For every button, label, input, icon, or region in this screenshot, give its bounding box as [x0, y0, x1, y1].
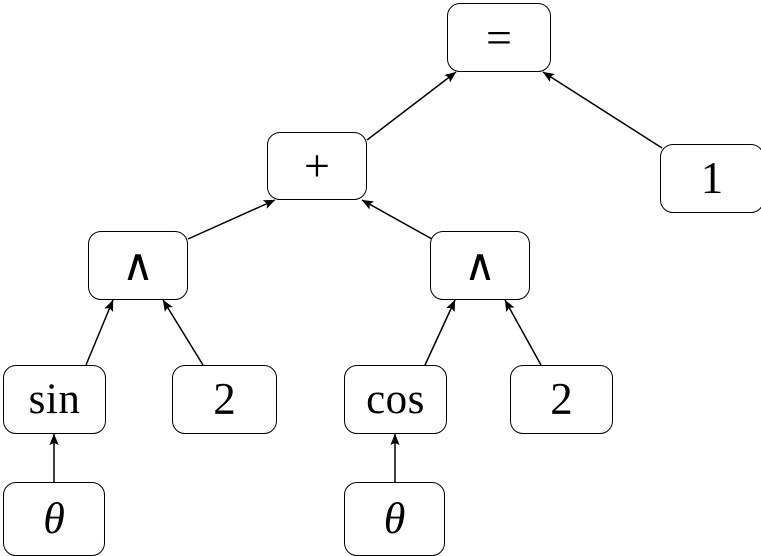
node-label-theta_l: θ [43, 494, 65, 543]
edge-powr-to-plus [361, 199, 433, 240]
node-pow_r[interactable]: ∧ [430, 231, 530, 300]
node-label-pow_l: ∧ [121, 240, 155, 290]
node-cos[interactable]: cos [344, 365, 447, 434]
node-plus[interactable]: + [267, 132, 367, 200]
edge-cos-to-powr [424, 299, 456, 366]
edge-one-to-eq [542, 71, 663, 149]
node-label-theta_r: θ [383, 494, 406, 543]
node-theta_r[interactable]: θ [344, 482, 445, 556]
edge-sin-to-powl [85, 299, 114, 366]
node-two_l[interactable]: 2 [172, 365, 277, 434]
edges-group [49, 71, 663, 482]
node-label-cos: cos [366, 376, 425, 423]
node-pow_l[interactable]: ∧ [88, 231, 188, 300]
node-label-two_r: 2 [550, 374, 573, 424]
node-eq[interactable]: = [447, 3, 551, 72]
edge-twor-to-powr [504, 299, 542, 366]
edge-powl-to-plus [187, 199, 276, 240]
node-two_r[interactable]: 2 [510, 365, 613, 434]
node-label-pow_r: ∧ [463, 240, 497, 290]
node-sin[interactable]: sin [3, 365, 106, 434]
node-label-eq: = [486, 11, 512, 63]
node-label-two_l: 2 [213, 374, 236, 424]
node-theta_l[interactable]: θ [3, 482, 105, 556]
node-one[interactable]: 1 [660, 144, 761, 213]
node-label-sin: sin [28, 376, 81, 423]
edge-twol-to-powl [162, 299, 204, 366]
edge-plus-to-eq [366, 71, 457, 141]
node-label-plus: + [304, 140, 330, 191]
node-label-one: 1 [700, 153, 724, 203]
